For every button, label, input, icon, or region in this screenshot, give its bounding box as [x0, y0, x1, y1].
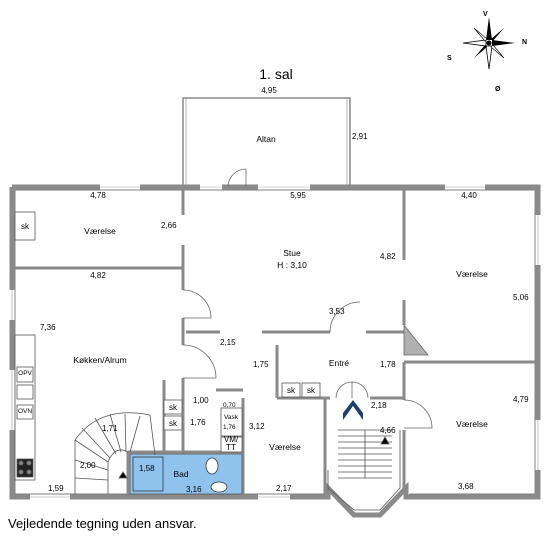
floor-title: 1. sal [259, 66, 293, 82]
compass-east-label: N [522, 39, 528, 46]
dim-koekken-width: 4,82 [90, 271, 106, 280]
entrance-staircase [327, 429, 401, 511]
dim-1-71: 1,71 [102, 424, 118, 433]
fixture-vask: Vask [224, 414, 238, 421]
dim-1-76-vask: 1,76 [223, 424, 236, 431]
dim-3-53: 3,53 [329, 307, 345, 316]
disclaimer-caption: Vejledende tegning uden ansvar. [8, 516, 197, 531]
dim-3-68: 3,68 [458, 482, 474, 491]
room-label-altan: Altan [256, 134, 276, 144]
kitchen-counter [14, 334, 36, 481]
balcony-outline [182, 97, 351, 185]
fixture-tt: TT [226, 443, 236, 452]
dim-1-78: 1,78 [380, 360, 396, 369]
dim-vaerelse-nw-width: 4,78 [90, 191, 106, 200]
dim-vaerelse-nw-depth: 2,66 [161, 221, 177, 230]
chimney-block [403, 323, 429, 356]
room-label-vaerelse-se: Værelse [456, 419, 488, 429]
dim-2-00: 2,00 [80, 461, 96, 470]
room-label-bad: Bad [173, 469, 189, 479]
toilet [205, 457, 219, 475]
window-glass-lines [11, 186, 539, 498]
dim-1-76-closet: 1,76 [190, 418, 206, 427]
room-label-stue: Stue [283, 248, 301, 258]
dim-vaerelse-ne-depth: 5,06 [513, 293, 529, 302]
dim-stue-width: 5,95 [290, 191, 306, 200]
compass-icon [462, 17, 515, 70]
dim-1-00: 1,00 [193, 396, 209, 405]
cupboards [14, 211, 321, 453]
room-label-vaerelse-nw: Værelse [84, 226, 116, 236]
dim-1-75: 1,75 [253, 360, 269, 369]
fixture-opv: OPV [18, 370, 32, 377]
room-label-vaerelse-mid: Værelse [269, 442, 301, 452]
stair-direction-chevron [343, 400, 363, 420]
compass-north-label: V [483, 11, 488, 18]
fixture-sk-nw: sk [21, 222, 29, 231]
room-label-stue-height: H : 3,10 [277, 260, 307, 270]
fixture-sk-entre-2: sk [307, 386, 315, 395]
dim-altan-width: 4,95 [261, 86, 277, 95]
sink [210, 481, 228, 493]
spiral-staircase [74, 412, 156, 494]
dim-3-16: 3,16 [186, 485, 202, 494]
dim-1-59: 1,59 [48, 484, 64, 493]
outer-walls [9, 184, 541, 518]
dim-2-15: 2,15 [220, 338, 236, 347]
dim-stue-depth: 4,82 [380, 252, 396, 261]
fixture-sk-a: sk [169, 403, 177, 412]
dim-2-17: 2,17 [276, 484, 292, 493]
dim-2-18: 2,18 [371, 401, 387, 410]
dim-vaerelse-ne-width: 4,40 [461, 191, 477, 200]
compass-west-label: S [447, 55, 452, 62]
door-swings [182, 168, 433, 429]
interior-walls [15, 190, 535, 494]
fixture-vm: VM/ [223, 435, 239, 444]
dim-4-66: 4,66 [380, 426, 396, 435]
fixture-sk-b: sk [169, 419, 177, 428]
dim-4-79: 4,79 [513, 395, 529, 404]
room-label-vaerelse-ne: Værelse [456, 269, 488, 279]
dim-1-58: 1,58 [139, 464, 155, 473]
dim-altan-depth: 2,91 [352, 132, 368, 141]
fixture-sk-entre-1: sk [287, 386, 295, 395]
dim-0-70: 0,70 [223, 402, 236, 409]
fixture-ovn: OVN [17, 408, 33, 415]
dim-3-12: 3,12 [249, 422, 265, 431]
dim-koekken-depth: 7,36 [40, 323, 56, 332]
bathtub [132, 456, 164, 492]
room-label-entre: Entré [328, 358, 350, 368]
room-label-koekken: Køkken/Alrum [73, 355, 127, 365]
compass-south-label: Ø [495, 86, 501, 93]
